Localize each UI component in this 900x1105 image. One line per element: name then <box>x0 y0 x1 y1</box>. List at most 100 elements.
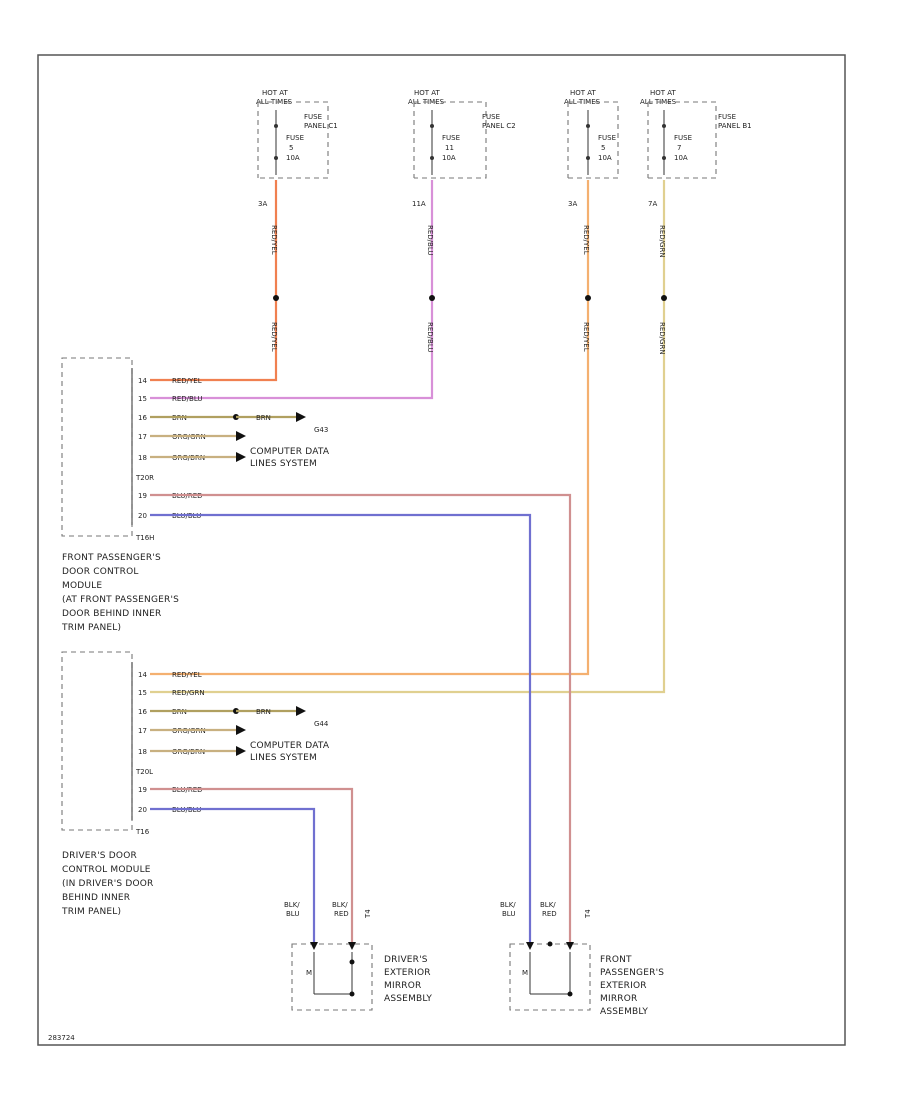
dr-pin-4: 17 <box>138 727 147 735</box>
dr-pin-2: 15 <box>138 689 147 697</box>
dm-wire-b: BLK/ <box>332 901 348 909</box>
fuse-block-1: HOT AT ALL TIMES FUSE 5 10A FUSE PANEL C… <box>256 89 338 208</box>
wire-red-yel-2 <box>150 180 590 676</box>
wire-red-blu <box>150 180 434 400</box>
vlabel-3: RED/YEL <box>582 225 590 255</box>
footer-code: 283724 <box>48 1034 75 1042</box>
fuse-block-2: HOT AT ALL TIMES FUSE 11 10A FUSE PANEL … <box>408 89 516 208</box>
fp-pin-7: 20 <box>138 512 147 520</box>
diagram-border <box>37 54 846 1046</box>
fuse-1-panel2: PANEL C1 <box>304 122 338 130</box>
dr-desc-5: TRIM PANEL) <box>61 907 121 917</box>
fuse-1-hot2: ALL TIMES <box>256 98 293 106</box>
fp-pin-5: 18 <box>138 454 147 462</box>
fuse-4-pin: 7A <box>648 200 657 208</box>
dr-conn-1: T20L <box>135 768 153 776</box>
fuse-3-name: FUSE <box>598 134 616 142</box>
fuse-2-num: 11 <box>445 144 454 152</box>
wire-dr-blu-red <box>150 787 354 944</box>
dr-pin-7: 20 <box>138 806 147 814</box>
vlabel-4: RED/GRN <box>658 225 666 258</box>
fuse-3-hot2: ALL TIMES <box>564 98 601 106</box>
fp-pin-2: 15 <box>138 395 147 403</box>
dm-desc-4: ASSEMBLY <box>384 994 432 1004</box>
fp-system: COMPUTER DATA <box>250 447 330 457</box>
driver-mirror: BLK/ BLU BLK/ RED T4 M DRIVER'S EXTERIOR… <box>284 901 432 1011</box>
vlabel-3b: RED/YEL <box>582 322 590 352</box>
fp-conn-2: T16H <box>135 534 154 542</box>
dm-wire-b2: RED <box>334 910 349 918</box>
dm-motor: M <box>306 969 312 977</box>
fp-desc-3: MODULE <box>62 581 102 591</box>
passenger-mirror: BLK/ BLU BLK/ RED T4 M FRONT PASSENGER'S… <box>500 901 664 1017</box>
fp-pin-6: 19 <box>138 492 147 500</box>
vlabel-1: RED/YEL <box>270 225 278 255</box>
fp-ground: G43 <box>314 426 328 434</box>
fp-desc-1: FRONT PASSENGER'S <box>62 553 161 563</box>
dr-system2: LINES SYSTEM <box>250 753 317 763</box>
fuse-2-hot: HOT AT <box>414 89 441 97</box>
dm-desc-2: EXTERIOR <box>384 968 431 978</box>
pm-desc-2: PASSENGER'S <box>600 968 664 978</box>
vlabel-1b: RED/YEL <box>270 322 278 352</box>
fuse-3-num: 5 <box>601 144 605 152</box>
fuse-block-3: HOT AT ALL TIMES FUSE 5 10A 3A <box>564 89 619 208</box>
fuse-block-4: HOT AT ALL TIMES FUSE 7 10A FUSE PANEL B… <box>640 89 752 208</box>
fp-wire-1: RED/YEL <box>172 377 202 385</box>
wire-red-grn <box>150 180 666 694</box>
dm-wire-a: BLK/ <box>284 901 300 909</box>
pm-desc-3: EXTERIOR <box>600 981 647 991</box>
fuse-1-name: FUSE <box>286 134 304 142</box>
dr-desc-1: DRIVER'S DOOR <box>62 851 137 861</box>
fuse-4-panel2: PANEL B1 <box>718 122 752 130</box>
wire-dr-blu-blu <box>150 807 316 944</box>
fuse-1-pin: 3A <box>258 200 267 208</box>
pm-motor: M <box>522 969 528 977</box>
fuse-4-panel: FUSE <box>718 113 736 121</box>
dr-ground-wire: BRN <box>256 708 271 716</box>
pm-wire-b2: RED <box>542 910 557 918</box>
fuse-4-num: 7 <box>677 144 681 152</box>
wire-fp-blu-red <box>150 493 572 944</box>
fp-wire-2: RED/BLU <box>172 395 203 403</box>
fuse-1-amp: 10A <box>286 154 300 162</box>
dm-desc-1: DRIVER'S <box>384 955 428 965</box>
pm-wire-a2: BLU <box>502 910 515 918</box>
vlabel-2b: RED/BLU <box>426 322 434 353</box>
dr-conn-2: T16 <box>135 828 150 836</box>
fuse-1-hot: HOT AT <box>262 89 289 97</box>
fuse-2-pin: 11A <box>412 200 426 208</box>
pm-desc-5: ASSEMBLY <box>600 1007 648 1017</box>
dr-pin-5: 18 <box>138 748 147 756</box>
fp-ground-wire: BRN <box>256 414 271 422</box>
vlabel-2: RED/BLU <box>426 225 434 256</box>
fuse-2-amp: 10A <box>442 154 456 162</box>
fp-pin-1: 14 <box>138 377 147 385</box>
fp-conn-1: T20R <box>135 474 154 482</box>
pm-conn: T4 <box>584 909 592 919</box>
dr-pin-6: 19 <box>138 786 147 794</box>
dr-pin-3: 16 <box>138 708 147 716</box>
fuse-4-hot: HOT AT <box>650 89 677 97</box>
dr-wire-2: RED/GRN <box>172 689 205 697</box>
wire-red-yel-1 <box>150 180 278 382</box>
dr-desc-2: CONTROL MODULE <box>62 865 151 875</box>
dr-desc-3: (IN DRIVER'S DOOR <box>62 879 154 889</box>
fuse-4-name: FUSE <box>674 134 692 142</box>
fp-desc-4: (AT FRONT PASSENGER'S <box>62 595 179 605</box>
dr-wire-1: RED/YEL <box>172 671 202 679</box>
fuse-2-panel: FUSE <box>482 113 500 121</box>
fuse-3-hot: HOT AT <box>570 89 597 97</box>
fuse-2-name: FUSE <box>442 134 460 142</box>
pm-desc-1: FRONT <box>600 955 632 965</box>
fuse-1-num: 5 <box>289 144 293 152</box>
dm-desc-3: MIRROR <box>384 981 421 991</box>
feed-wires: RED/YEL RED/BLU RED/YEL RED/GRN RED/YEL … <box>150 180 667 694</box>
fp-desc-5: DOOR BEHIND INNER <box>62 609 161 619</box>
pm-wire-b: BLK/ <box>540 901 556 909</box>
dr-desc-4: BEHIND INNER <box>62 893 130 903</box>
fuse-3-amp: 10A <box>598 154 612 162</box>
fp-desc-2: DOOR CONTROL <box>62 567 139 577</box>
